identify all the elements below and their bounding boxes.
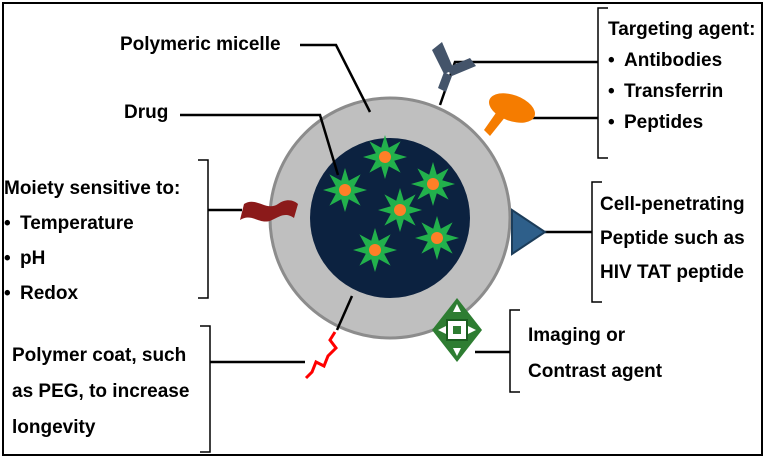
leader-micelle	[300, 43, 372, 113]
drug-center-dot	[427, 178, 439, 190]
drug-center-dot	[394, 204, 406, 216]
cell-penetrating-line-1: Cell-penetrating	[600, 194, 745, 215]
leader-drug	[180, 113, 340, 176]
label-polymeric-micelle: Polymeric micelle	[120, 34, 281, 55]
diagram-border	[2, 2, 763, 456]
targeting-item-antibodies: Antibodies	[608, 45, 755, 76]
cell-penetrating-line-2: Peptide such as	[600, 228, 745, 249]
label-drug: Drug	[124, 102, 169, 123]
antibody-icon	[432, 42, 476, 92]
drug-center-dot	[369, 244, 381, 256]
drug-center-dot	[431, 232, 443, 244]
drug-center-dot	[339, 184, 351, 196]
label-polymer-coat: Polymer coat, such as PEG, to increase l…	[12, 338, 189, 446]
peptide-triangle-icon	[511, 208, 547, 256]
bracket-targeting	[597, 7, 608, 159]
transferrin-icon	[484, 93, 535, 136]
bracket-coat	[200, 325, 211, 453]
targeting-heading: Targeting agent:	[608, 19, 756, 40]
moiety-item-ph: pH	[4, 241, 180, 276]
drug-center-dot	[379, 151, 391, 163]
cell-penetrating-line-3: HIV TAT peptide	[600, 262, 744, 283]
label-targeting-agent: Targeting agent: Antibodies Transferrin …	[608, 14, 755, 138]
brackets	[198, 7, 608, 453]
bracket-imaging	[509, 309, 520, 393]
bracket-peptide	[591, 181, 602, 303]
imaging-agent-icon	[432, 298, 482, 362]
targeting-item-transferrin: Transferrin	[608, 76, 755, 107]
moiety-item-temperature: Temperature	[4, 206, 180, 241]
moiety-heading: Moiety sensitive to:	[4, 178, 181, 199]
moiety-item-redox: Redox	[4, 276, 180, 311]
peg-chain-icon	[304, 331, 338, 380]
polymer-coat-line-1: Polymer coat, such	[12, 345, 187, 366]
drug-group	[323, 135, 459, 272]
targeting-item-peptides: Peptides	[608, 107, 755, 138]
bracket-moiety	[198, 159, 209, 299]
label-cell-penetrating: Cell-penetrating Peptide such as HIV TAT…	[600, 188, 745, 290]
imaging-line-2: Contrast agent	[528, 361, 663, 382]
imaging-line-1: Imaging or	[528, 325, 626, 346]
label-moiety: Moiety sensitive to: Temperature pH Redo…	[4, 171, 180, 311]
moiety-ribbon-icon	[240, 200, 298, 222]
polymer-coat-line-3: longevity	[12, 417, 96, 438]
polymer-coat-line-2: as PEG, to increase	[12, 381, 190, 402]
leader-coat-in	[335, 295, 354, 331]
label-imaging: Imaging or Contrast agent	[528, 318, 662, 390]
